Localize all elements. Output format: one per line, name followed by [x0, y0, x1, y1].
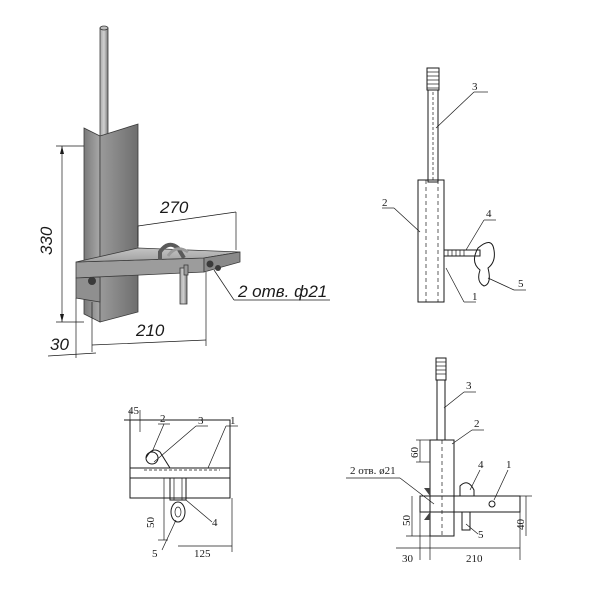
svg-text:4: 4	[486, 208, 492, 220]
iso-dim-offset: 30	[50, 335, 69, 354]
svg-text:2: 2	[160, 413, 166, 425]
svg-text:3: 3	[466, 380, 472, 392]
iso-holes-note: 2 отв. ф21	[237, 282, 327, 301]
iso-pin	[179, 267, 188, 305]
svg-text:4: 4	[212, 517, 218, 529]
svg-text:4: 4	[478, 459, 484, 471]
front-view: 60 50 40 30 210 2 отв. ø21 3 2 4 1 5	[346, 357, 532, 565]
iso-dim-bottom-width: 210	[135, 321, 165, 340]
iso-hole-right	[206, 260, 214, 268]
side-view: 3 2 4 5 1	[382, 67, 526, 303]
svg-text:45: 45	[128, 405, 140, 417]
side-handle	[474, 242, 495, 287]
svg-text:1: 1	[472, 291, 478, 303]
svg-text:50: 50	[145, 517, 157, 529]
iso-angle-face	[99, 123, 139, 323]
svg-text:50: 50	[401, 515, 413, 527]
svg-text:2 отв. ø21: 2 отв. ø21	[350, 465, 396, 477]
svg-text:2: 2	[474, 418, 480, 430]
iso-rod	[99, 27, 109, 137]
plan-view: 45 50 125 2 3 1 4 5	[124, 405, 238, 560]
svg-text:3: 3	[198, 415, 204, 427]
iso-dim-top-width: 270	[159, 198, 189, 217]
isometric-view: 330 270 210 30 2 отв. ф21	[37, 25, 330, 358]
svg-text:5: 5	[518, 278, 524, 290]
svg-text:60: 60	[409, 447, 421, 459]
iso-dim-height: 330	[37, 226, 56, 255]
svg-text:210: 210	[466, 553, 483, 565]
plan-handle-loop	[170, 501, 186, 523]
svg-text:40: 40	[515, 519, 527, 531]
front-plate	[419, 495, 521, 513]
svg-text:30: 30	[402, 553, 414, 565]
iso-hole-left	[88, 277, 96, 285]
svg-text:1: 1	[230, 415, 236, 427]
svg-text:3: 3	[472, 81, 478, 93]
svg-text:5: 5	[152, 548, 158, 560]
plan-plate	[129, 419, 231, 499]
svg-text:2: 2	[382, 197, 388, 209]
svg-text:5: 5	[478, 529, 484, 541]
side-post	[417, 179, 445, 303]
svg-text:1: 1	[506, 459, 512, 471]
front-rod	[436, 379, 446, 441]
side-rod	[427, 89, 439, 183]
svg-text:125: 125	[194, 548, 211, 560]
plan-rod-circle	[145, 451, 159, 465]
